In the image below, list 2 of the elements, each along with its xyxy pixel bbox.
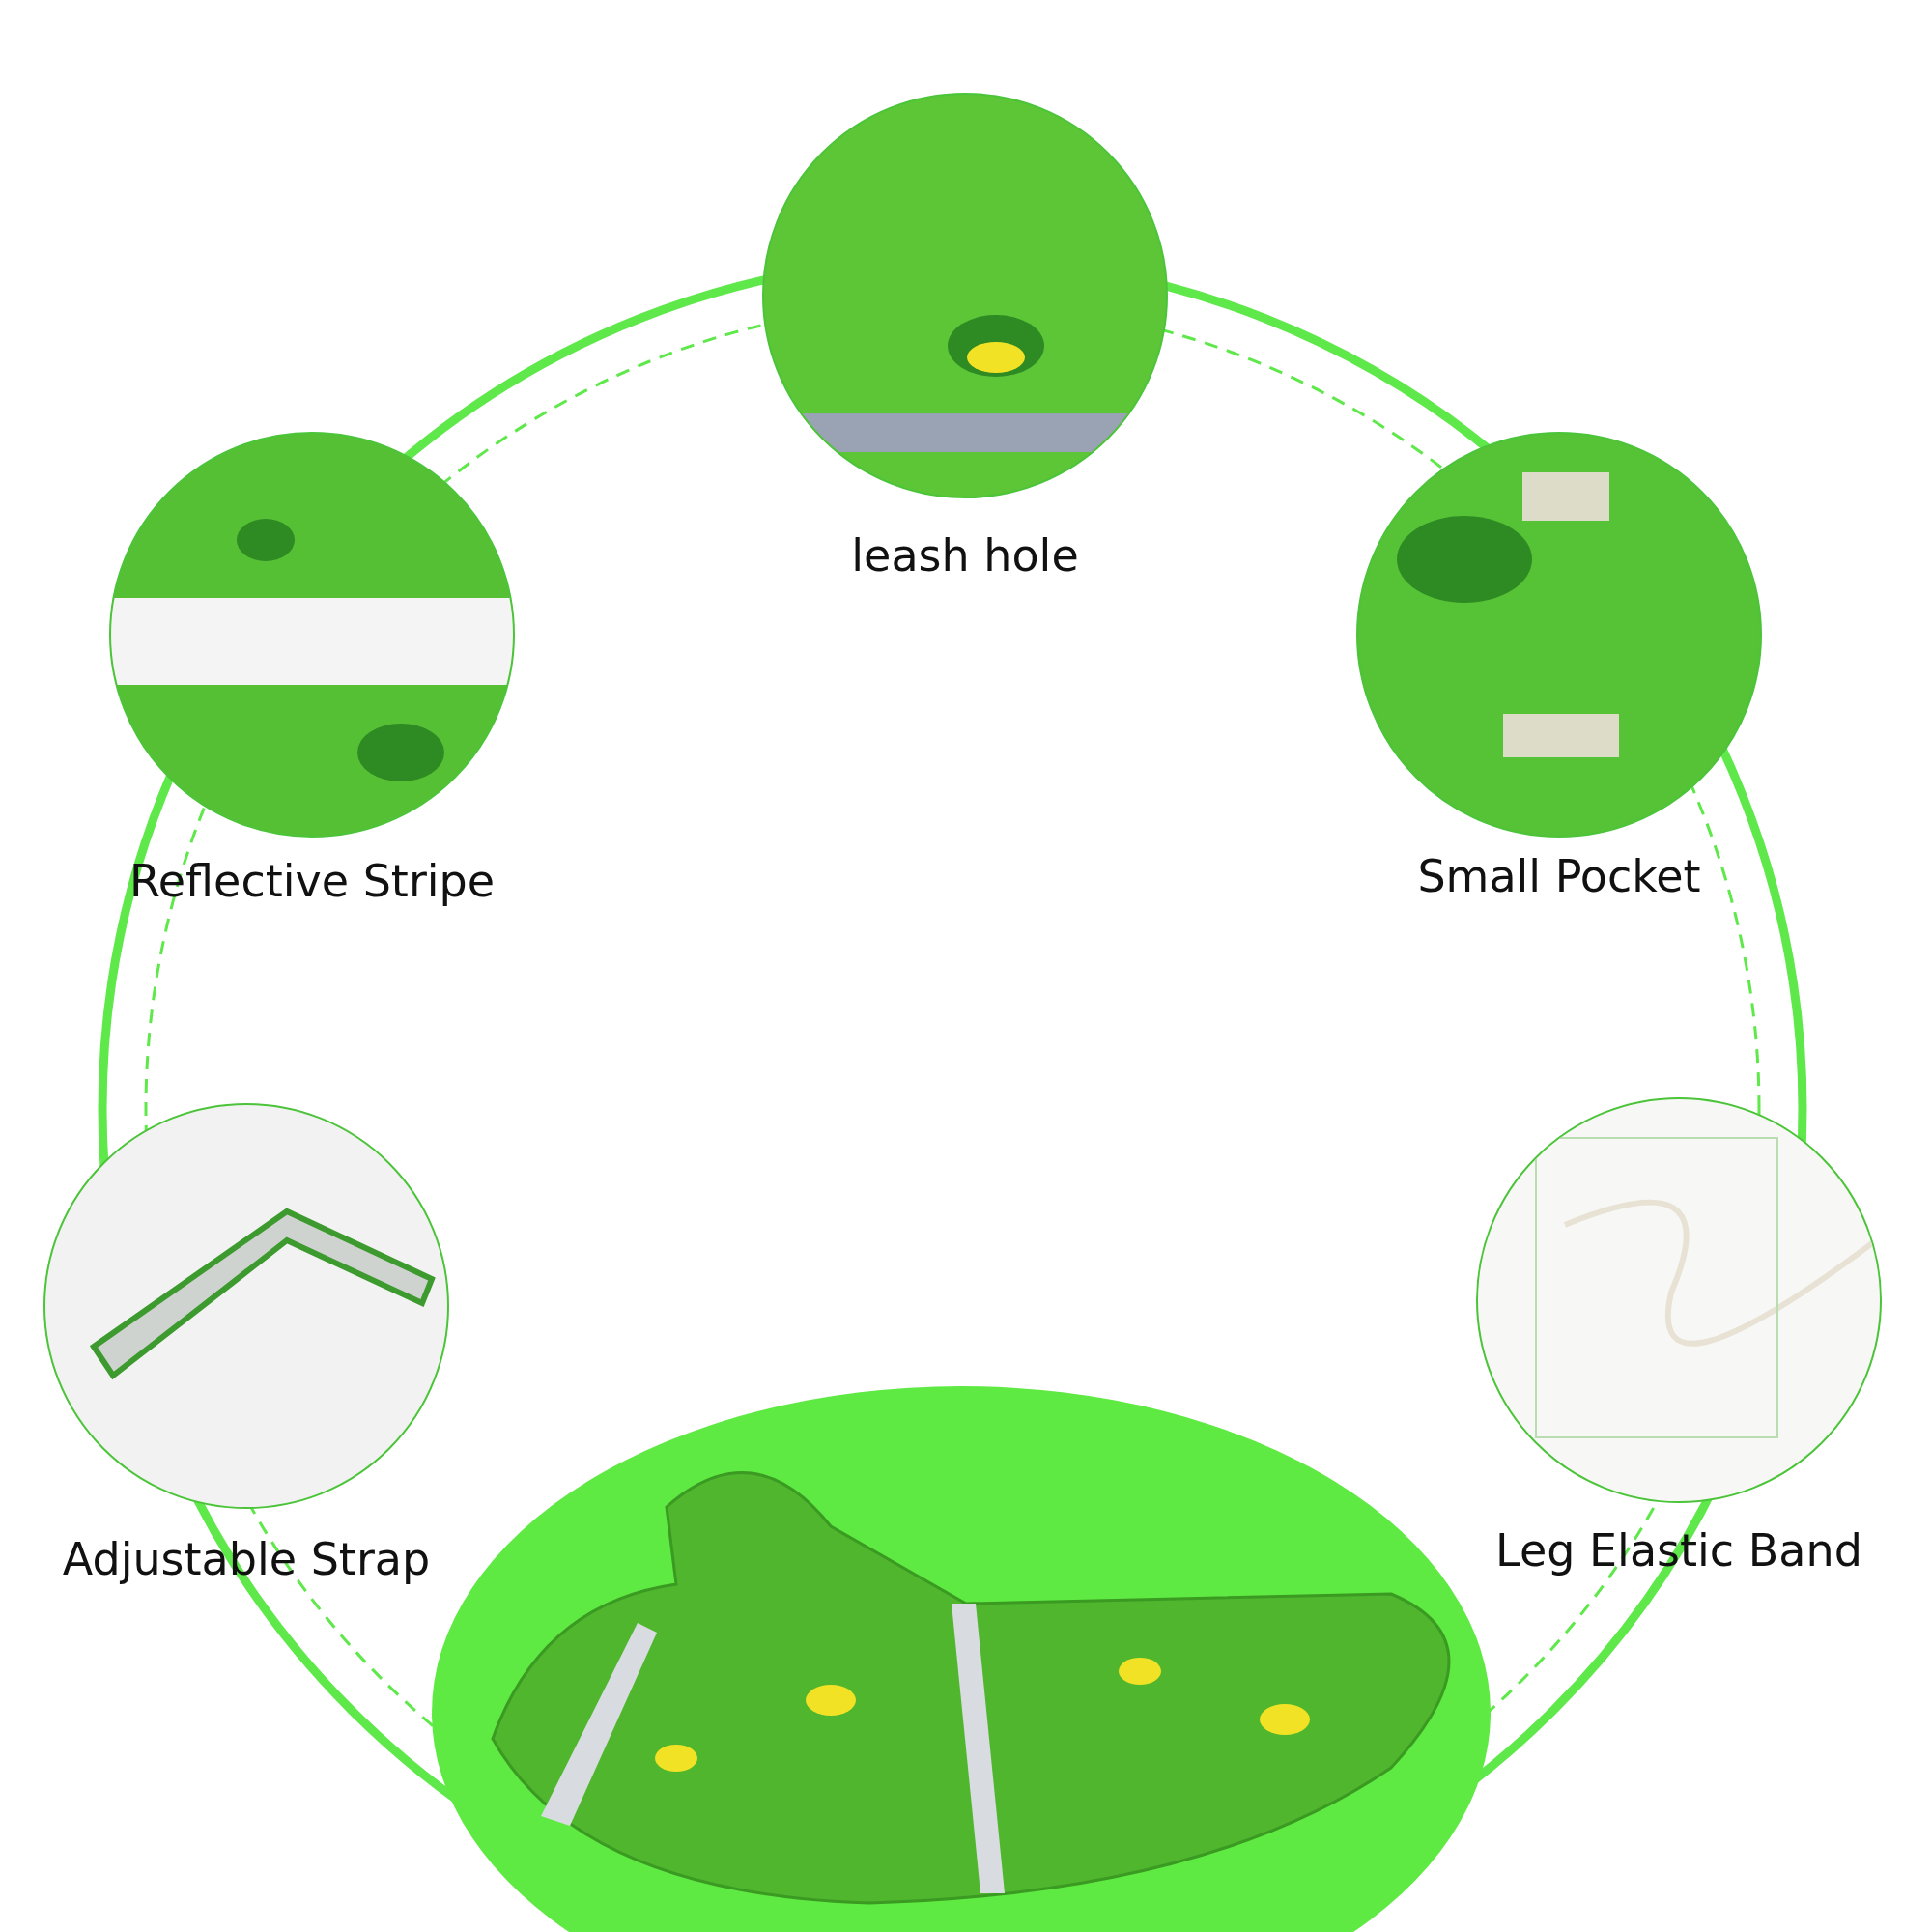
feature-label: Small Pocket	[1417, 850, 1701, 902]
feature-label: leash hole	[851, 529, 1079, 582]
